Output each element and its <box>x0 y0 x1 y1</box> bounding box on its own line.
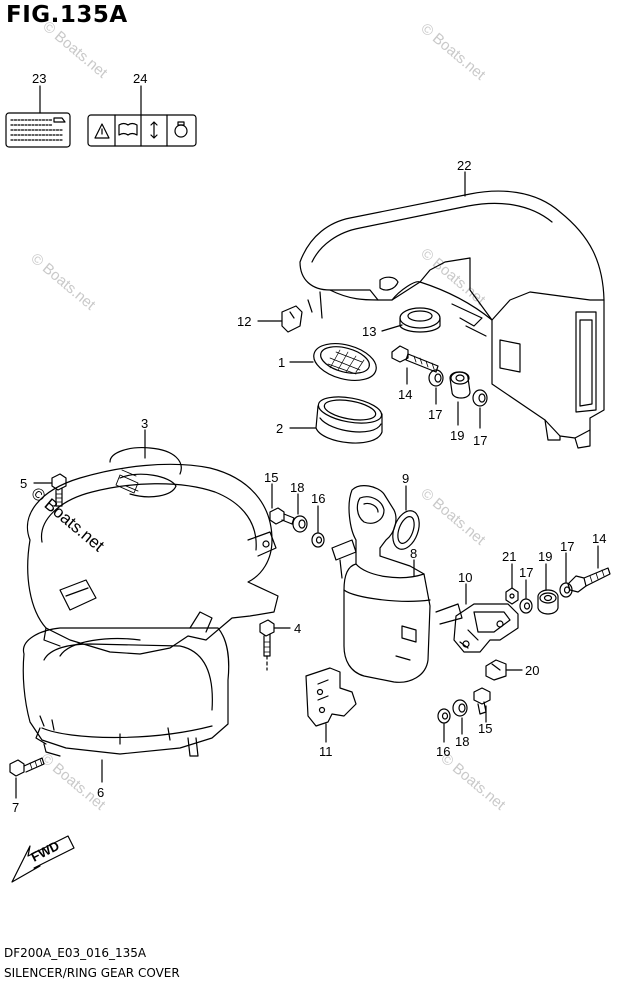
part-4-bolt[interactable] <box>259 619 291 671</box>
part-1-filter-screen[interactable] <box>289 337 380 386</box>
callout-9: 9 <box>402 471 409 486</box>
callout-6: 6 <box>97 785 104 800</box>
watermark: © Boats.net <box>27 250 99 314</box>
part-8-silencer[interactable] <box>343 485 431 683</box>
part-18-collar-lower[interactable] <box>452 699 468 735</box>
watermark: © Boats.net <box>417 485 489 549</box>
watermark: © Boats.net <box>37 750 109 814</box>
arrows-icon <box>150 121 158 139</box>
callout-15: 15 <box>264 470 278 485</box>
callout-10: 10 <box>458 570 472 585</box>
part-22-silencer-case[interactable] <box>299 171 605 449</box>
callout-16: 16 <box>436 744 450 759</box>
callout-4: 4 <box>294 621 301 636</box>
callout-1: 1 <box>278 355 285 370</box>
part-21-nut[interactable] <box>505 563 519 605</box>
manual-icon <box>118 122 138 136</box>
part-14-bolt-upper[interactable] <box>391 345 439 385</box>
part-17-washer-lower-2[interactable] <box>519 579 533 614</box>
callout-14: 14 <box>398 387 412 402</box>
callout-8: 8 <box>410 546 417 561</box>
part-20-clip[interactable] <box>485 659 523 681</box>
callout-16: 16 <box>311 491 325 506</box>
watermark: © Boats.net <box>27 484 108 556</box>
part-18-collar-upper[interactable] <box>292 493 308 533</box>
callout-7: 7 <box>12 800 19 815</box>
part-24-warning-label[interactable] <box>87 85 197 147</box>
figure-caption: SILENCER/RING GEAR COVER <box>4 966 180 980</box>
watermark: © Boats.net <box>437 750 509 814</box>
button-icon <box>174 124 188 138</box>
figure-code: DF200A_E03_016_135A <box>4 946 147 960</box>
callout-23: 23 <box>32 71 46 86</box>
fwd-label: FWD <box>29 838 62 865</box>
part-15-bolt-lower[interactable] <box>473 687 491 723</box>
part-7-bolt[interactable] <box>9 757 45 799</box>
part-6-lower-cover[interactable] <box>22 627 230 783</box>
callout-18: 18 <box>290 480 304 495</box>
part-13-grommet[interactable] <box>381 307 441 333</box>
part-10-holder[interactable] <box>435 583 519 653</box>
part-19-cushion-lower[interactable] <box>537 563 559 615</box>
part-17-washer-lower-1[interactable] <box>559 552 573 598</box>
callout-17: 17 <box>428 407 442 422</box>
callout-3: 3 <box>141 416 148 431</box>
callout-14: 14 <box>592 531 606 546</box>
watermark: © Boats.net <box>417 245 489 309</box>
callout-12: 12 <box>237 314 251 329</box>
fwd-arrow-icon: FWD <box>11 835 75 883</box>
part-12-clip[interactable] <box>257 305 303 333</box>
callout-18: 18 <box>455 734 469 749</box>
callout-17: 17 <box>560 539 574 554</box>
watermark: © Boats.net <box>39 18 111 82</box>
part-2-intake-ring[interactable] <box>289 393 384 444</box>
callouts: 23 24 22 12 13 1 14 17 19 17 2 3 5 15 18… <box>12 71 606 815</box>
callout-13: 13 <box>362 324 376 339</box>
callout-19: 19 <box>538 549 552 564</box>
figure-title: FIG.135A <box>6 2 128 28</box>
part-17-washer-upper[interactable] <box>428 369 444 405</box>
part-17-washer-upper-2[interactable] <box>472 389 488 429</box>
callout-11: 11 <box>319 744 333 759</box>
callout-2: 2 <box>276 421 283 436</box>
callout-22: 22 <box>457 158 471 173</box>
part-3-ring-gear-cover[interactable] <box>26 429 279 655</box>
callout-20: 20 <box>525 663 539 678</box>
callout-17: 17 <box>519 565 533 580</box>
part-16-washer-upper[interactable] <box>311 505 325 548</box>
callout-19: 19 <box>450 428 464 443</box>
callout-24: 24 <box>133 71 147 86</box>
watermark: © Boats.net <box>417 20 489 84</box>
callout-21: 21 <box>502 549 516 564</box>
part-16-washer-lower[interactable] <box>437 708 451 743</box>
callout-17: 17 <box>473 433 487 448</box>
callout-15: 15 <box>478 721 492 736</box>
part-5-bolt[interactable] <box>33 473 67 507</box>
warning-icon <box>94 123 110 139</box>
part-11-bracket[interactable] <box>305 539 357 743</box>
part-19-cushion-upper[interactable] <box>449 371 471 426</box>
callout-5: 5 <box>20 476 27 491</box>
part-23-label[interactable] <box>5 85 71 148</box>
